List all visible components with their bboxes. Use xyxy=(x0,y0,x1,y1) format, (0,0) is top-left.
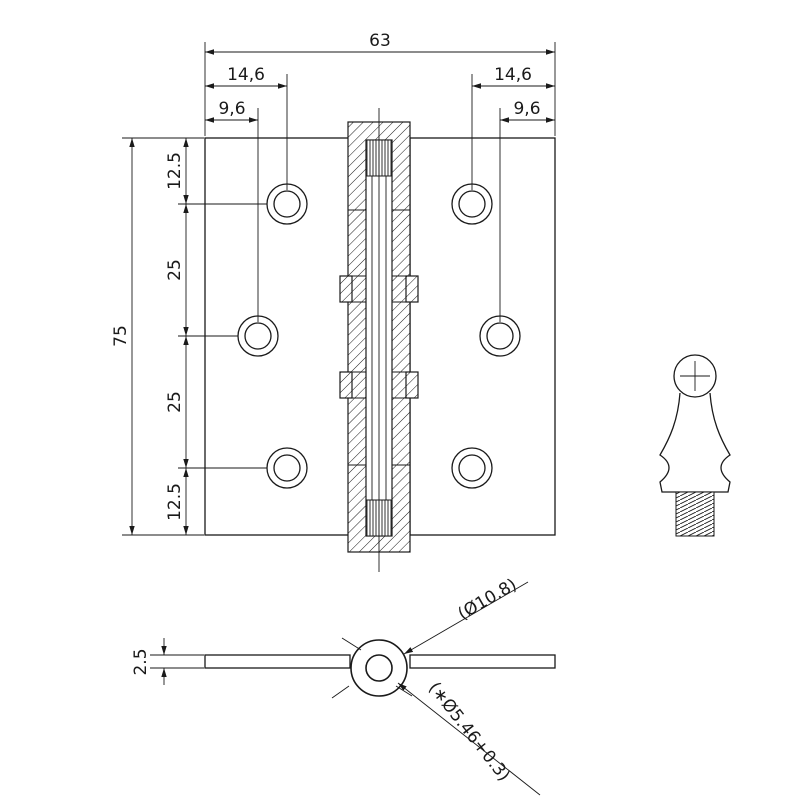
dim-spacing-mid-lower: 25 xyxy=(165,391,185,413)
dim-spacing-bottom: 12.5 xyxy=(165,483,185,521)
leaf-section-left xyxy=(204,654,351,669)
dim-spacing-mid-upper: 25 xyxy=(165,259,185,281)
dim-pin-diameter: (∗Ø5.46+0.3) xyxy=(424,678,514,785)
top-dimensions: 63 14,6 9,6 14,6 9,6 xyxy=(204,31,556,322)
front-view xyxy=(204,108,556,572)
left-dimensions: 75 12.5 25 25 12.5 xyxy=(111,137,267,536)
dim-leaf-thickness: 2.5 xyxy=(131,648,151,675)
finial-ball xyxy=(673,354,717,398)
dim-overall-width: 63 xyxy=(369,31,391,51)
leader-pin-diameter xyxy=(397,682,541,796)
section-view: (Ø10.8) (∗Ø5.46+0.3) 2.5 xyxy=(131,575,556,796)
dim-hole-offset-outer-left: 14,6 xyxy=(227,65,265,85)
dim-knuckle-outer-diameter: (Ø10.8) xyxy=(455,575,521,625)
screw-hole-right-bottom xyxy=(451,447,493,489)
hinge-knuckle xyxy=(339,108,419,572)
leader-knuckle-diameter xyxy=(403,581,529,655)
dim-hole-offset-outer-right: 14,6 xyxy=(494,65,532,85)
finial-thread xyxy=(675,491,715,537)
leaf-section-right xyxy=(409,654,556,669)
dim-hole-offset-inner-left: 9,6 xyxy=(218,99,245,119)
pin-inner-circle xyxy=(365,654,393,682)
finial-body xyxy=(659,392,731,493)
dim-hole-offset-inner-right: 9,6 xyxy=(513,99,540,119)
dim-overall-height: 75 xyxy=(111,325,131,347)
dim-spacing-top: 12.5 xyxy=(165,152,185,190)
screw-hole-left-bottom xyxy=(266,447,308,489)
knuckle-outer-circle xyxy=(350,639,408,697)
finial-tip xyxy=(659,354,731,537)
